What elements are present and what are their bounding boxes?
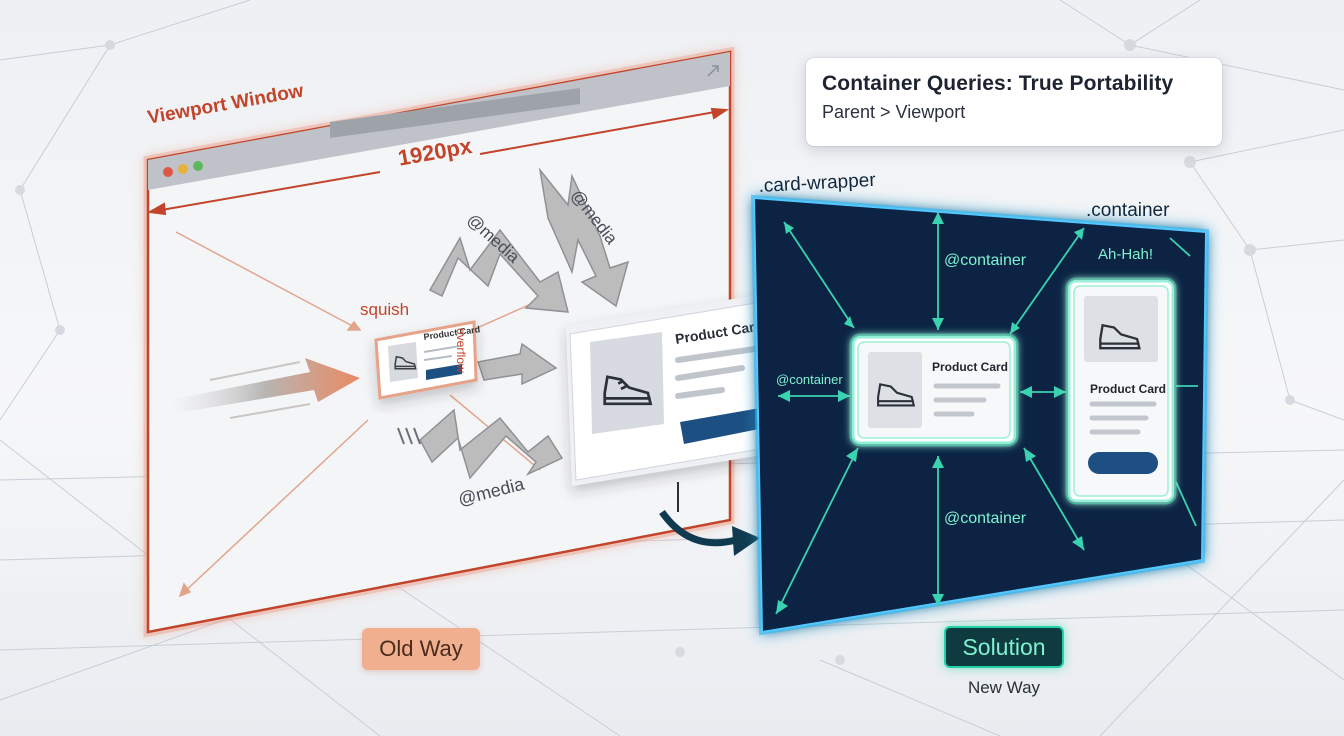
window-dot-icon [193,161,203,171]
overflow-label: overflow [454,328,468,373]
container-query-label-2: @container [776,372,843,387]
solution-badge: Solution [944,626,1064,668]
window-dot-icon [163,167,173,177]
transition-arrow [659,482,760,556]
page-title: Container Queries: True Portability [822,72,1174,95]
page-subtitle: Parent > Viewport [822,102,966,122]
container-query-label-3: @container [944,510,1027,527]
title-card: Container Queries: True Portability Pare… [806,58,1222,146]
new-way-caption: New Way [967,678,1041,697]
shoe-icon [394,355,417,370]
tilted-product-card [566,292,780,486]
aha-label: Ah-Hah! [1098,246,1154,263]
container-query-label-1: @container [944,252,1027,269]
shoe-icon [1099,323,1141,350]
width-dimension-arrow [146,107,729,216]
squish-arrow [170,358,360,419]
tall-card-title: Product Card [1090,382,1167,396]
expand-icon [707,65,719,77]
window-dot-icon [178,164,188,174]
container-product-card [849,333,1019,447]
shoe-icon [603,375,653,406]
container-query-arrowheads [776,212,1084,614]
container-label: .container [1086,200,1170,221]
media-query-arrows [419,167,630,480]
speed-lines [397,427,421,445]
old-way-badge: Old Way [362,628,480,670]
center-card-title: Product Card [932,360,1009,374]
squish-label: squish [360,300,410,319]
shoe-icon [877,383,916,407]
squished-product-card [374,320,478,400]
